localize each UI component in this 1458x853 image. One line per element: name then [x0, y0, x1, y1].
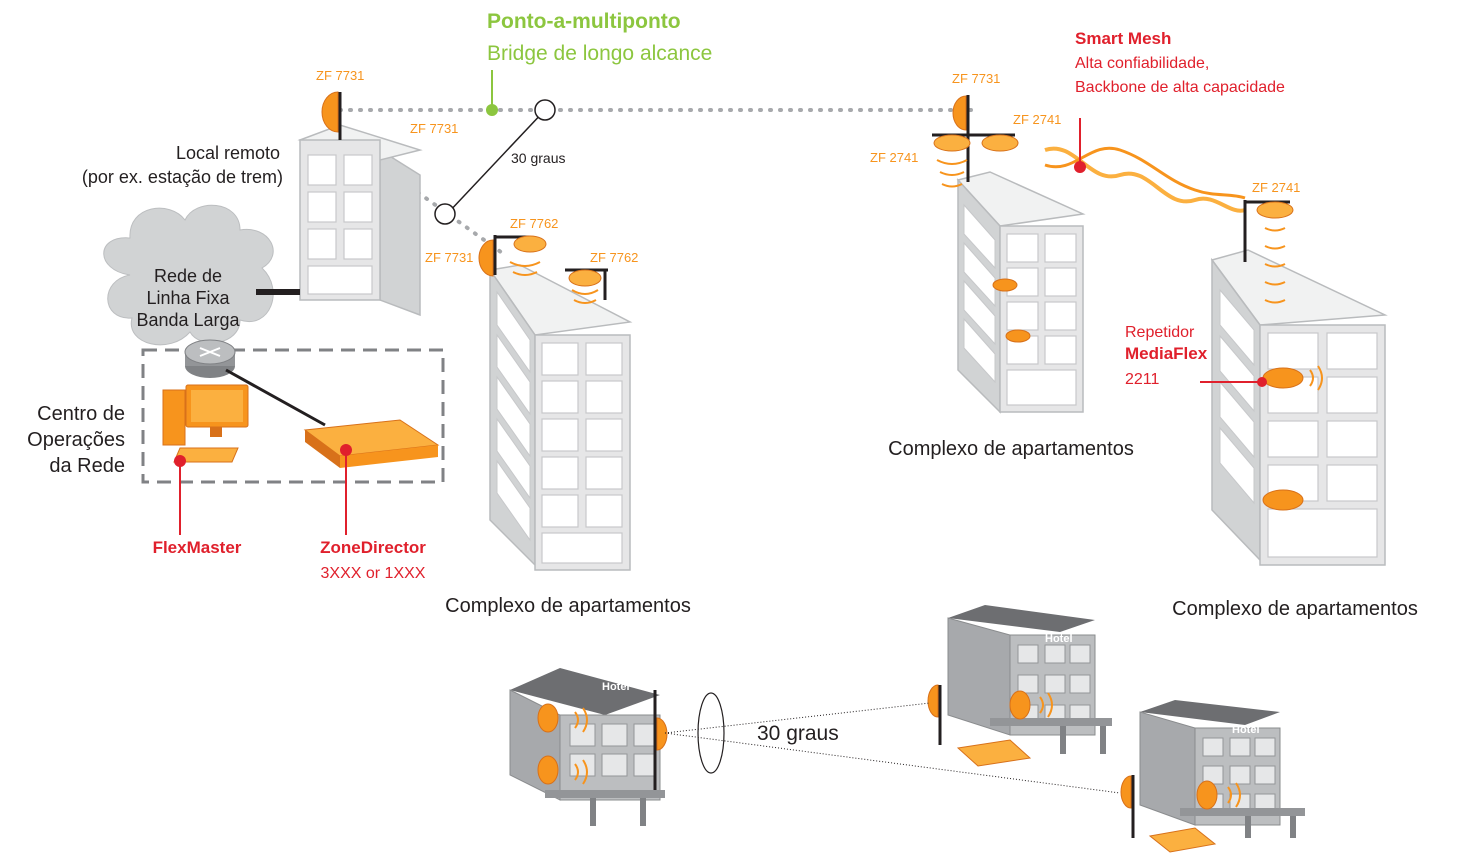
smart-mesh-line1: Alta confiabilidade,	[1075, 55, 1209, 72]
p2mp-subtitle: Bridge de longo alcance	[487, 42, 712, 65]
apartment-label-left: Complexo de apartamentos	[445, 595, 691, 617]
zonedirector-model: 3XXX or 1XXX	[321, 565, 426, 582]
repeater-label-1: Repetidor	[1125, 324, 1195, 341]
cloud-label-3: Banda Larga	[136, 310, 240, 330]
p2mp-title: Ponto-a-multiponto	[487, 10, 681, 33]
remote-site-label-2: (por ex. estação de trem)	[82, 167, 283, 187]
angle-marker-top	[534, 99, 556, 121]
ap-label-zf7731-b: ZF 7731	[410, 121, 458, 136]
ap-label-zf2741-b: ZF 2741	[870, 150, 918, 165]
angle-label-top: 30 graus	[511, 150, 565, 166]
zf7731-dish-remote	[321, 91, 339, 133]
repeater-label-3: 2211	[1125, 371, 1160, 388]
ap-label-zf2741-a: ZF 2741	[1013, 112, 1061, 127]
apartment-building-middle	[932, 95, 1086, 414]
noc-box	[141, 348, 445, 484]
smart-mesh-line2: Backbone de alta capacidade	[1075, 79, 1285, 96]
zonedirector-label: ZoneDirector	[320, 538, 426, 557]
hotel-sign-right-top: Hotel	[1045, 633, 1073, 645]
hotel-left	[509, 668, 668, 826]
noc-label-2: Operações	[27, 429, 125, 451]
flexmaster-computer-icon	[162, 384, 249, 463]
apartment-building-right	[1210, 200, 1388, 566]
router-icon	[184, 339, 236, 378]
repeater-label-2: MediaFlex	[1125, 344, 1208, 363]
ap-label-zf7762-b: ZF 7762	[590, 250, 638, 265]
hotel-right-top	[927, 605, 1112, 767]
cloud-label-1: Rede de	[154, 266, 222, 286]
angle-label-bottom: 30 graus	[757, 722, 839, 745]
hotel-sign-left: Hotel	[602, 681, 630, 693]
broadband-cloud	[103, 204, 274, 346]
ap-label-zf7762-a: ZF 7762	[510, 216, 558, 231]
apartment-label-middle: Complexo de apartamentos	[888, 438, 1134, 460]
smart-mesh-link	[1044, 118, 1246, 213]
cloud-label-2: Linha Fixa	[146, 288, 230, 308]
hotel-sign-right-bottom: Hotel	[1232, 724, 1260, 736]
remote-site-label-1: Local remoto	[176, 143, 280, 163]
noc-label-3: da Rede	[49, 455, 125, 477]
apartment-building-left	[478, 235, 633, 571]
hotel-right-bottom	[1120, 700, 1305, 853]
ap-label-zf7731-c: ZF 7731	[425, 250, 473, 265]
hotel-p2mp-beams	[664, 692, 1121, 794]
ap-label-zf2741-c: ZF 2741	[1252, 180, 1300, 195]
angle-marker-bottom	[434, 203, 456, 225]
apartment-label-right: Complexo de apartamentos	[1172, 598, 1418, 620]
noc-label-1: Centro de	[37, 403, 125, 425]
ap-label-zf7731-a: ZF 7731	[316, 68, 364, 83]
ap-label-zf7731-d: ZF 7731	[952, 71, 1000, 86]
smart-mesh-title: Smart Mesh	[1075, 29, 1171, 48]
remote-site-building	[297, 91, 423, 317]
flexmaster-label: FlexMaster	[153, 538, 242, 557]
zonedirector-device-icon	[303, 419, 440, 468]
